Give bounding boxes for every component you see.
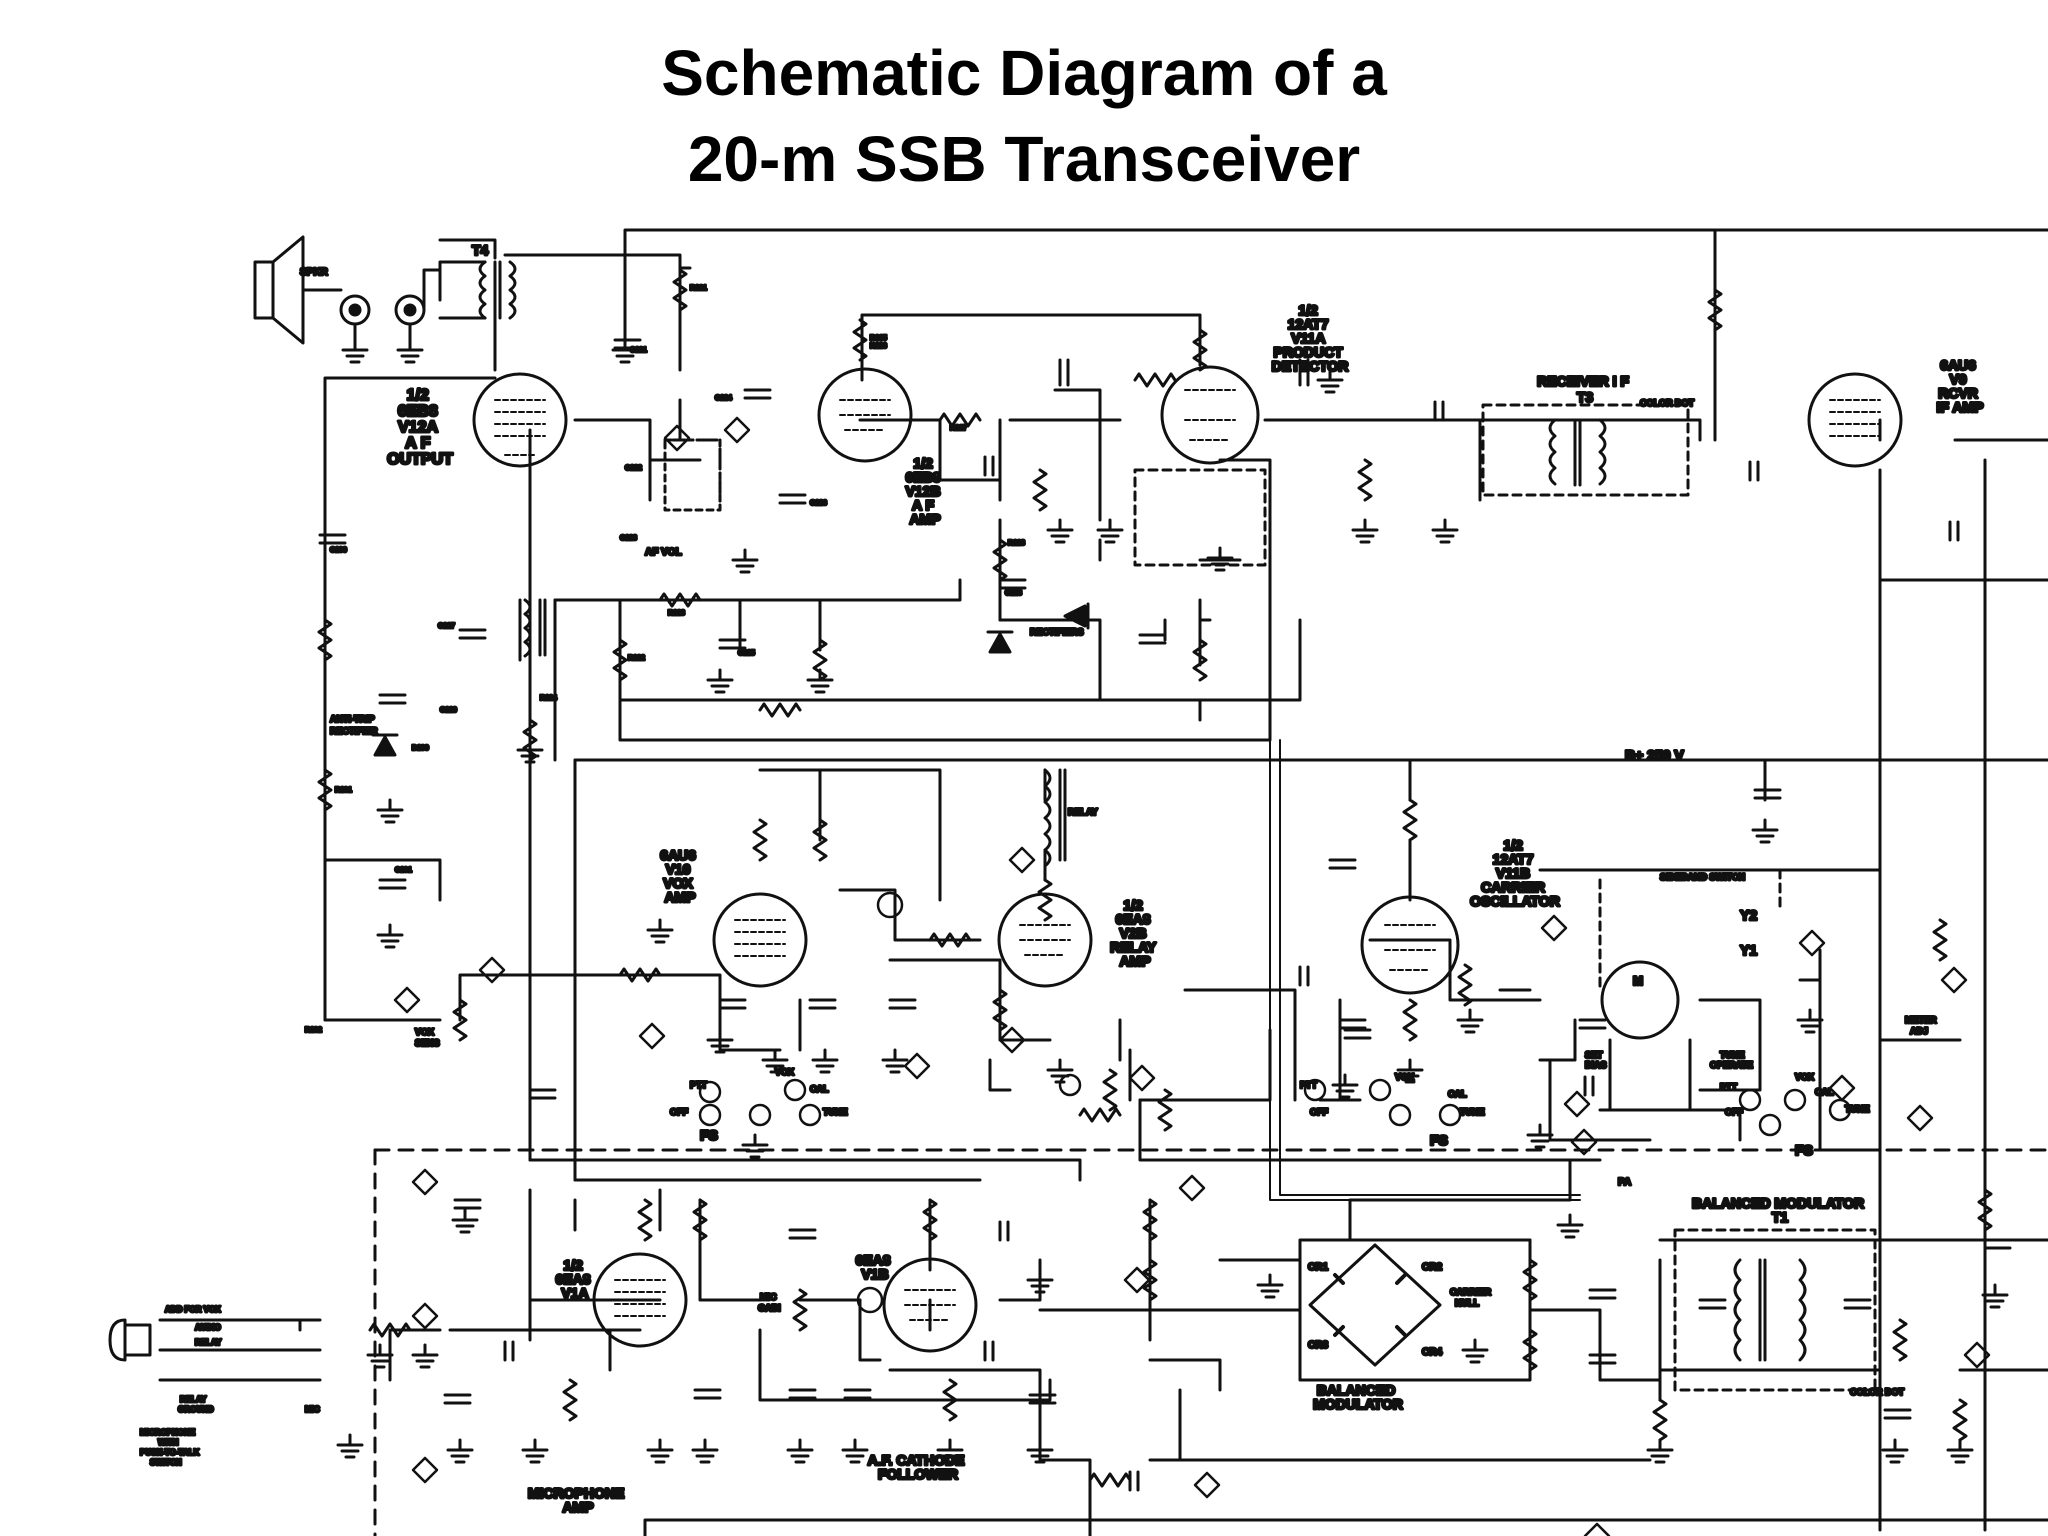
label-off-1: OFF: [670, 1107, 688, 1117]
label-t4: T4: [472, 242, 489, 258]
component-designators: C121 R121 C122 R125 C126 R126 R127 C124 …: [305, 285, 1027, 1034]
label-cal-2: CAL: [1448, 1089, 1467, 1099]
label-v11a: 1/2 12AT7 V11A PRODUCT DETECTOR: [1272, 302, 1349, 374]
label-af-cathode-follower: A.F. CATHODE FOLLOWER: [868, 1452, 969, 1482]
label-fs-meter: FS: [1795, 1142, 1813, 1158]
title-line-2: 20-m SSB Transceiver: [687, 123, 1361, 195]
label-y2: Y2: [1740, 907, 1757, 923]
label-meter-adj: METER ADJ: [1905, 1015, 1939, 1036]
tube-v1b: [882, 1257, 978, 1353]
tube-v12a: [472, 372, 568, 468]
label-fs-carrier: FS: [1430, 1132, 1448, 1148]
label-pa: PA: [1618, 1177, 1631, 1188]
label-cr1: CR1: [1308, 1262, 1328, 1273]
speaker-jack-icon: [301, 288, 371, 342]
label-tune-operate: TUNE OPERATE: [1710, 1050, 1753, 1070]
label-tune-3: TUNE: [1845, 1104, 1870, 1114]
diodes: [371, 602, 1442, 1367]
label-off-3: OFF: [1725, 1107, 1743, 1117]
label-ptt-3: PTT: [1720, 1082, 1738, 1092]
label-color-dot-t1: COLOR DOT: [1850, 1387, 1904, 1397]
label-mic-jack: ADD FOR VOX AUDIO RELAY RELAY GROUND MIC…: [140, 1305, 320, 1467]
label-spkr: SPKR: [300, 267, 329, 278]
label-b-plus: B+ 250 V: [1625, 747, 1684, 763]
title-line-1: Schematic Diagram of a: [661, 37, 1387, 109]
phone-jack-icon: [394, 268, 442, 342]
label-fs-vox: FS: [700, 1127, 718, 1143]
label-cr3: CR3: [1308, 1340, 1328, 1351]
label-cal-1: CAL: [810, 1084, 829, 1094]
speaker-icon: [253, 235, 305, 345]
transformer-t1: [1733, 1258, 1807, 1362]
label-vox-1: VOX: [775, 1067, 794, 1077]
tube-v2b: [997, 892, 1093, 988]
label-relay: RELAY: [1068, 807, 1098, 817]
label-cr4: CR4: [1422, 1347, 1442, 1358]
relay-coil: [1043, 768, 1067, 868]
label-vox-sens: VOX SENS: [415, 1027, 440, 1048]
label-af-vol: AF VOL: [645, 547, 682, 558]
meter: [1600, 960, 1680, 1040]
label-mic-gain: MIC GAIN: [758, 1292, 781, 1313]
label-v12a: 1/2 6EB8 V12A A F OUTPUT: [387, 387, 453, 468]
resistors: [317, 268, 1993, 1488]
transformers: [438, 260, 1807, 1362]
label-v2b: 1/2 6EA8 V2B RELAY AMP: [1110, 897, 1160, 969]
label-carrier-null: CARRIER NULL: [1450, 1287, 1494, 1308]
tube-v11b: [1360, 895, 1460, 995]
label-sideband-switch: SIDEBAND SWITCH: [1660, 872, 1745, 882]
label-v1a: 1/2 6EA8 V1A: [556, 1257, 595, 1301]
label-balanced-modulator: BALANCED MODULATOR: [1313, 1382, 1403, 1412]
label-color-dot-t3: COLOR DOT: [1640, 398, 1694, 408]
label-y1: Y1: [1740, 942, 1757, 958]
vacuum-tubes: [472, 365, 1903, 1353]
label-vox-2: VOX: [1395, 1072, 1414, 1082]
label-balanced-modulator-t1: BALANCED MODULATOR T1: [1692, 1195, 1868, 1225]
label-v10: 6AU6 V10 VOX AMP: [660, 847, 700, 905]
tube-v9: [1807, 372, 1903, 468]
connection-markers: [393, 416, 1991, 1536]
wiring: [158, 228, 2048, 1536]
diagram-title: Schematic Diagram of a 20-m SSB Transcei…: [0, 30, 2048, 202]
label-rectifiers: RECTIFIERS: [1030, 627, 1084, 637]
tube-v10: [712, 892, 808, 988]
ground-symbols: [336, 338, 2009, 1464]
label-cal-3: CAL: [1815, 1087, 1834, 1097]
label-off-2: OFF: [1310, 1107, 1328, 1117]
tube-v11a: [1160, 365, 1260, 465]
label-tune-2: TUNE: [1460, 1107, 1485, 1117]
label-v11b: 1/2 12AT7 V11B CARRIER OSCILLATOR: [1470, 837, 1560, 909]
transformer-t3: [1548, 418, 1607, 487]
label-meter-m: M: [1633, 974, 1643, 988]
choke-coil: [523, 598, 547, 658]
label-vox-3: VOX: [1795, 1072, 1814, 1082]
microphone-icon: [108, 1318, 152, 1362]
label-cr2: CR2: [1422, 1262, 1442, 1273]
label-v12b: 1/2 6EB8 V12B A F AMP: [906, 455, 945, 527]
label-v9: 6AU6 V9 RCVR IF AMP: [1937, 357, 1984, 415]
label-anti-trip: ANTI-TRIP RECTIFIER: [330, 714, 378, 736]
label-v1b: 6EA8 V1B: [856, 1252, 895, 1282]
transformer-t4: [438, 260, 517, 320]
label-set-bias: SET BIAS: [1585, 1050, 1607, 1070]
tube-v12b: [817, 367, 913, 463]
capacitors: [318, 338, 2012, 1492]
label-tune-1: TUNE: [823, 1107, 848, 1117]
label-ptt-1: PTT: [690, 1080, 708, 1090]
label-microphone-amp: MICROPHONE AMP: [528, 1485, 628, 1515]
labels: T4 SPKR 1/2 6EB8 V12A A F OUTPUT 1/2 6EB…: [139, 241, 1985, 1517]
label-t3: RECEIVER I F T3: [1537, 373, 1633, 405]
label-ptt-2: PTT: [1300, 1080, 1318, 1090]
tube-v1a: [592, 1252, 688, 1348]
